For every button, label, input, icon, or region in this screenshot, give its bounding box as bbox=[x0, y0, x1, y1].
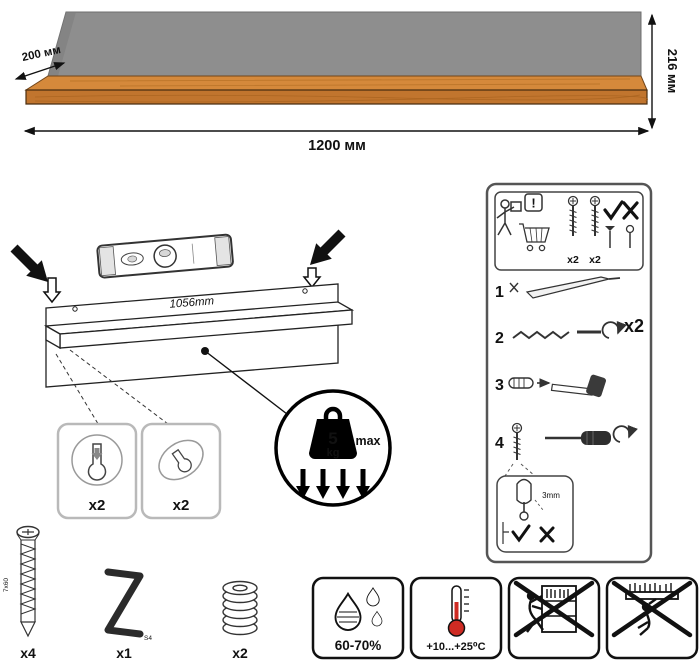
temperature-box: +10...+25⁰C bbox=[409, 576, 503, 660]
weight-value: 5 bbox=[328, 429, 337, 448]
screw-b-qty: x2 bbox=[589, 254, 601, 266]
keyhole-detail-box-2: x2 bbox=[140, 422, 222, 520]
screw-a-icon bbox=[567, 195, 579, 236]
mount-point-arrow-right-icon bbox=[302, 267, 322, 289]
hammer-icon bbox=[550, 374, 606, 398]
prohibition-cross-icon bbox=[513, 580, 595, 638]
key-size-label: S4 bbox=[144, 635, 152, 642]
mounting-screw-icon bbox=[16, 525, 40, 638]
key-qty-label: x1 bbox=[116, 645, 132, 661]
product-view: 200 мм 1200 мм 216 мм bbox=[14, 11, 680, 154]
screwdriver-icon bbox=[545, 431, 611, 445]
condition-pictograms: 60-70% +10...+25⁰C bbox=[311, 576, 699, 660]
check-icon bbox=[603, 200, 624, 221]
keyhole2-qty: x2 bbox=[173, 497, 190, 514]
humidity-label: 60-70% bbox=[335, 638, 382, 653]
no-hanging-box bbox=[605, 576, 699, 660]
temperature-label: +10...+25⁰C bbox=[426, 641, 485, 653]
humidity-icon bbox=[334, 587, 383, 631]
no-climbing-box bbox=[507, 576, 601, 660]
step3-number: 3 bbox=[495, 377, 504, 394]
mount-point-arrow-left-icon bbox=[42, 277, 62, 304]
drill-bit-icon bbox=[512, 320, 627, 340]
warning-mark: ! bbox=[531, 196, 535, 211]
keyhole-detail-box-1: x2 bbox=[56, 422, 138, 520]
hardware-items: 7x60 x4 S4 x1 x2 bbox=[3, 525, 258, 661]
wall-section-glyph bbox=[502, 522, 509, 544]
step1-number: 1 bbox=[495, 284, 504, 301]
cross-icon bbox=[622, 201, 639, 220]
install-arrow-right-icon bbox=[310, 229, 346, 265]
max-label: max bbox=[355, 434, 380, 448]
depth-ok-icon bbox=[511, 524, 531, 543]
load-arrows-icon bbox=[296, 469, 370, 499]
weight-icon: 5 kg bbox=[309, 406, 357, 459]
keyhole-details: x2 x2 bbox=[56, 422, 222, 520]
screw-size-label: 7x60 bbox=[3, 578, 10, 592]
depth-detail-box bbox=[496, 475, 574, 553]
thermometer-icon bbox=[447, 585, 469, 637]
warning-icon: ! bbox=[524, 193, 543, 212]
shelf-line-drawing bbox=[43, 283, 355, 388]
weight-unit: kg bbox=[327, 447, 340, 459]
width-label: 1200 мм bbox=[308, 138, 366, 154]
gap-label: 3mm bbox=[542, 491, 560, 500]
dimension-height: 216 мм bbox=[647, 13, 680, 130]
keyhole-detail-leaders bbox=[55, 349, 173, 428]
marking-awl-icon bbox=[509, 276, 621, 299]
keyhole-arrow-icon bbox=[91, 448, 103, 460]
screw-type-ok-icon bbox=[605, 226, 615, 248]
installation-drawing: 1056mm bbox=[10, 229, 355, 428]
screw-step4-icon bbox=[511, 422, 523, 460]
person-carry-icon bbox=[496, 199, 522, 236]
instructions-panel: ! x2 x2 1 bbox=[485, 182, 653, 564]
screw-type-bad-icon bbox=[625, 224, 635, 248]
height-label: 216 мм bbox=[665, 49, 680, 94]
humidity-box: 60-70% bbox=[311, 576, 405, 660]
spirit-level-icon bbox=[96, 233, 234, 279]
weight-leader bbox=[201, 347, 288, 415]
max-load-badge: 5 kg max bbox=[274, 389, 392, 507]
keyhole1-qty: x2 bbox=[89, 497, 106, 514]
mount-distance-label: 1056mm bbox=[169, 295, 215, 311]
dimension-width: 1200 мм bbox=[23, 126, 650, 154]
cart-icon bbox=[519, 223, 550, 252]
finger-press-icon bbox=[516, 478, 532, 521]
install-arrow-left-icon bbox=[10, 244, 48, 282]
screw-b-icon bbox=[589, 195, 601, 236]
shelf-product-image bbox=[24, 11, 648, 105]
prohibition-cross-icon bbox=[611, 580, 693, 638]
step2-number: 2 bbox=[495, 330, 504, 347]
wall-plug-icon bbox=[508, 377, 534, 389]
screw-qty-label: x4 bbox=[20, 645, 36, 661]
washers-icon bbox=[222, 580, 258, 636]
screw-a-qty: x2 bbox=[567, 254, 579, 266]
washer-qty-label: x2 bbox=[232, 645, 248, 661]
depth-bad-icon bbox=[539, 526, 555, 543]
repeat-qty: x2 bbox=[624, 316, 644, 336]
step4-number: 4 bbox=[495, 435, 504, 452]
hex-key-icon bbox=[104, 568, 144, 638]
